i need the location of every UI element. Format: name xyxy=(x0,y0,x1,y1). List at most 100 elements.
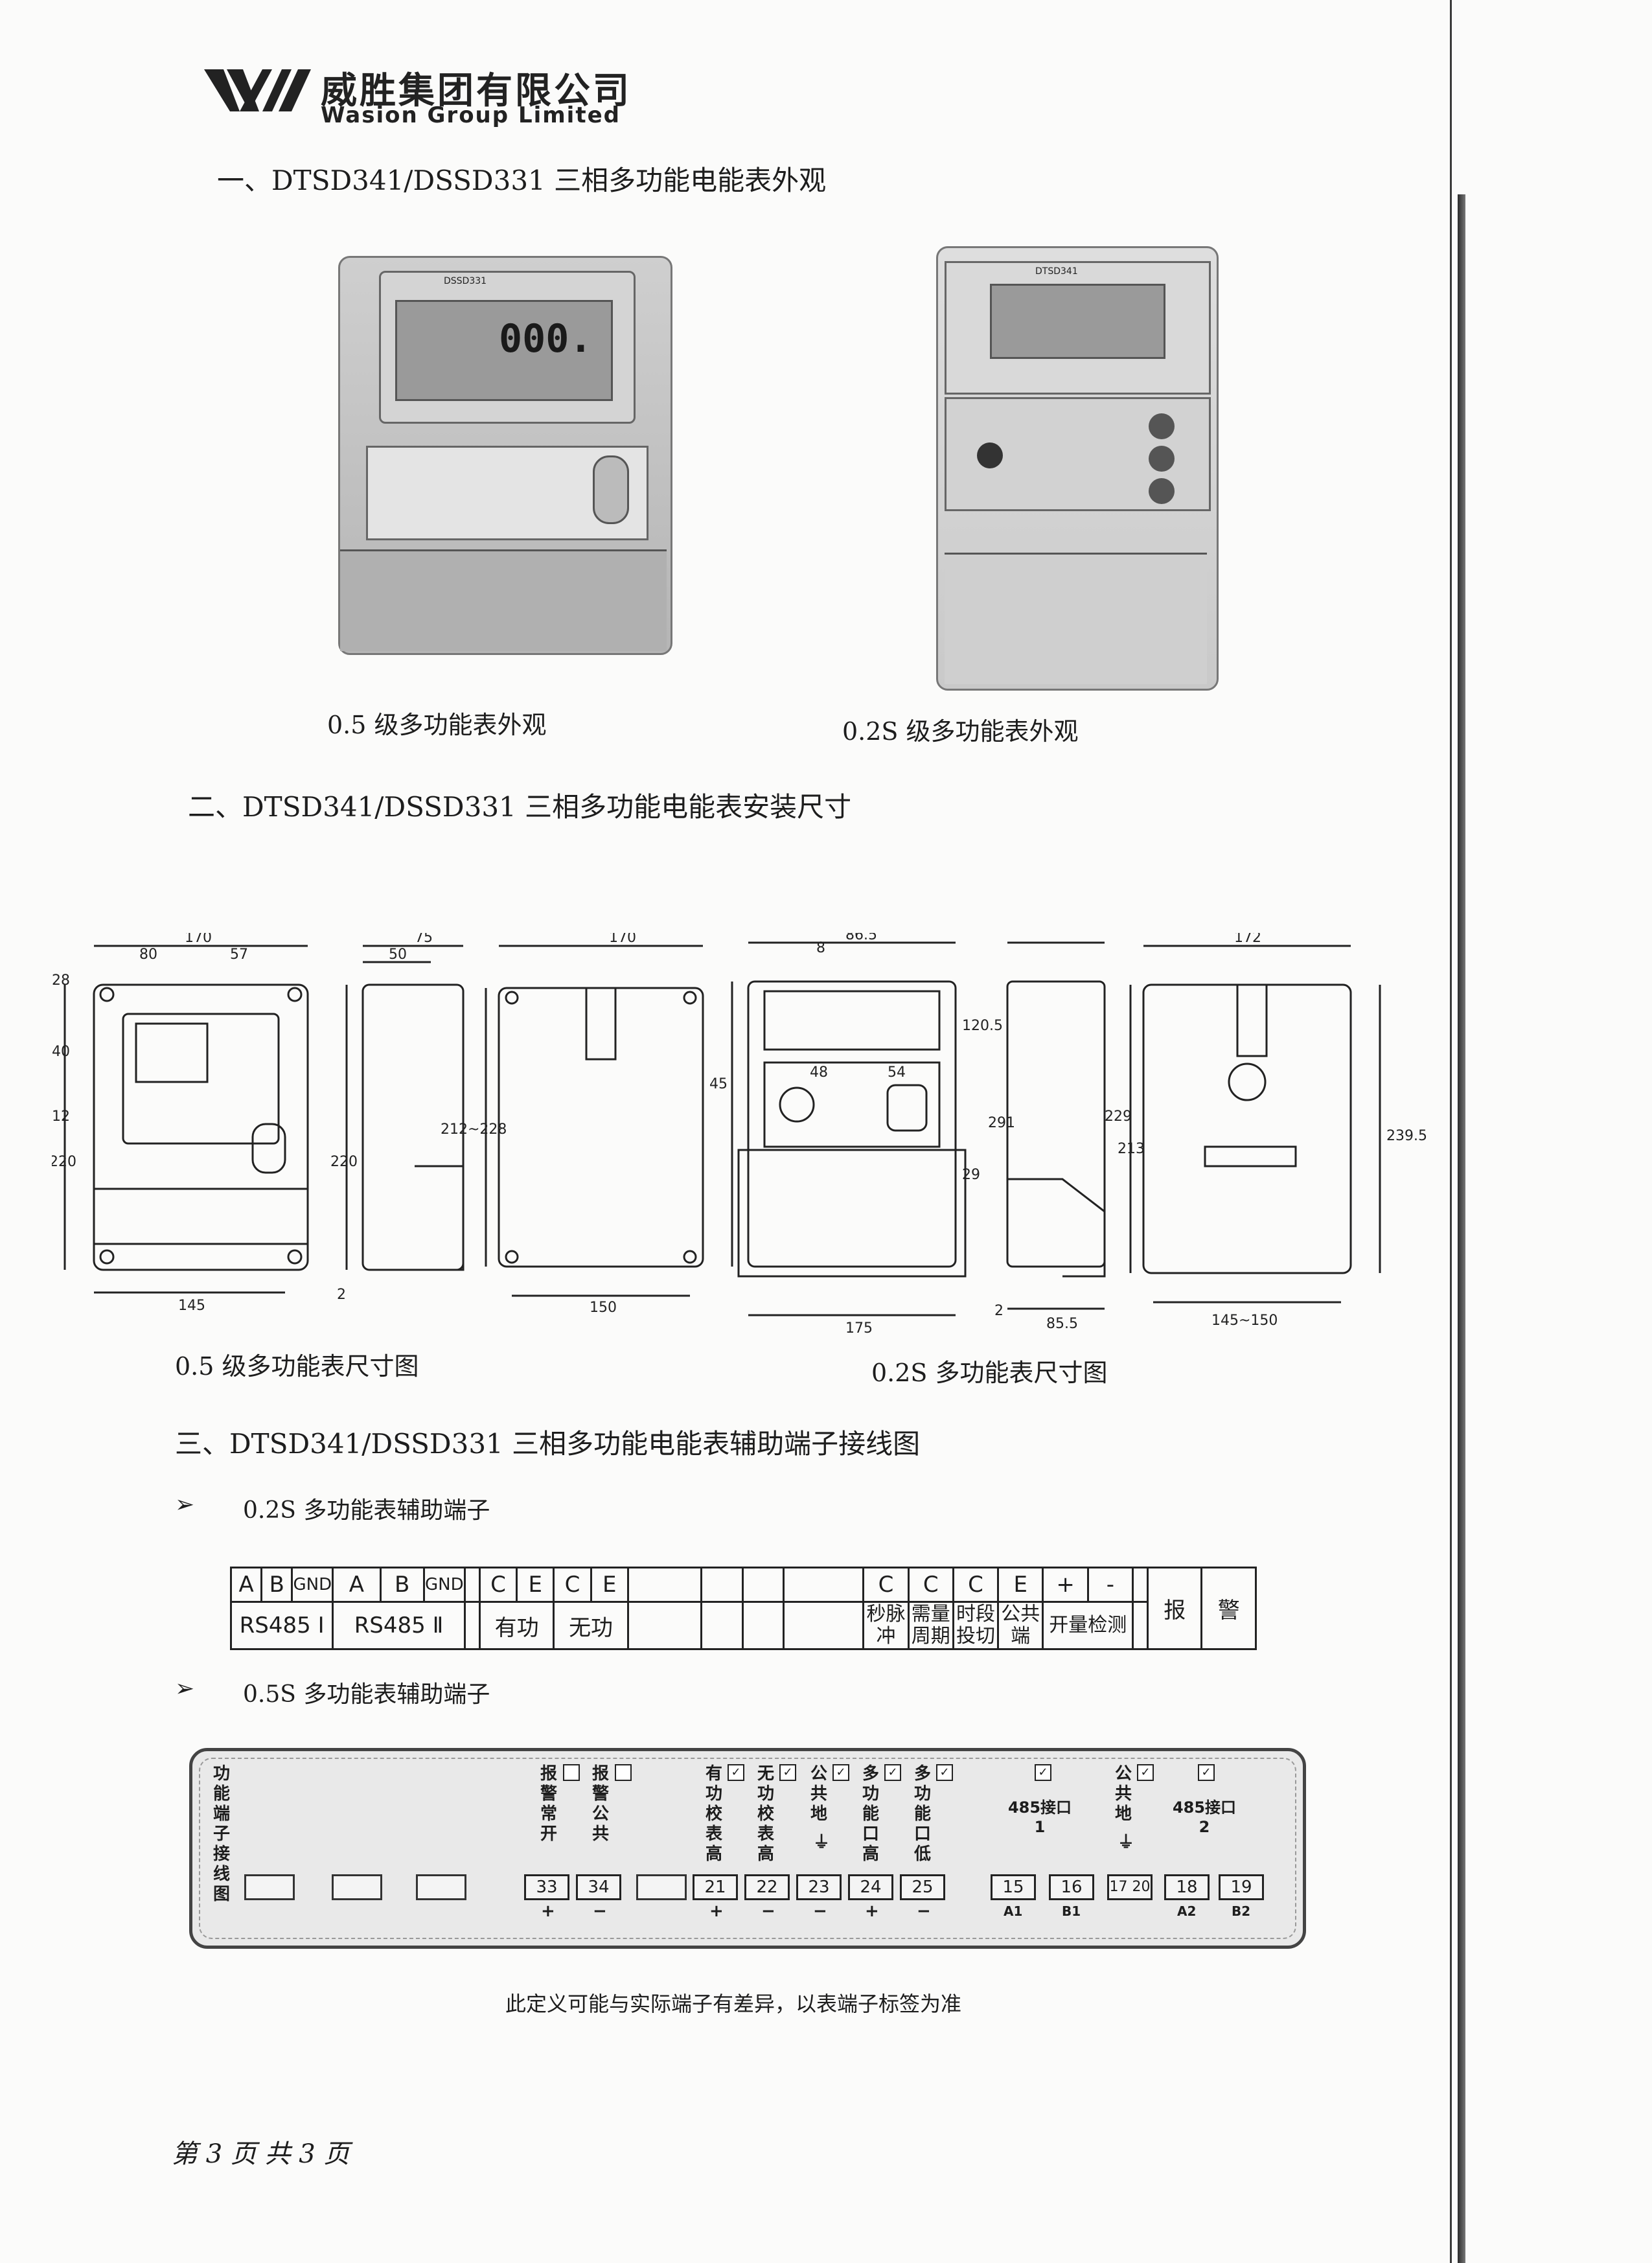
meter-model-label: DSSD331 xyxy=(444,276,487,286)
dim-label: 213 xyxy=(1118,1141,1145,1157)
terminal-21-label: 有功校表高 xyxy=(705,1764,722,1864)
terminal-24: 24 xyxy=(848,1874,893,1900)
meter-button-1 xyxy=(1149,413,1175,439)
terminal-16-label: B1 xyxy=(1062,1903,1081,1919)
active-label: 有功 xyxy=(478,1601,555,1650)
terminal-34: 34 xyxy=(576,1874,621,1900)
dim-label: 170 xyxy=(185,933,212,946)
company-name-cn: 威胜集团有限公司 xyxy=(321,70,632,112)
dim-label: 175 xyxy=(845,1320,873,1337)
terminal-34-sign: − xyxy=(593,1901,607,1921)
dim-label: 85.5 xyxy=(1046,1316,1078,1332)
terminal-19: 19 xyxy=(1219,1874,1264,1900)
dim-label: 220 xyxy=(52,1154,76,1170)
checkbox-icon: ✓ xyxy=(936,1764,953,1781)
meter-photo-02s: DTSD341 xyxy=(936,246,1219,691)
dim-label: 172 xyxy=(1234,933,1261,946)
terminal-23: 23 xyxy=(796,1874,842,1900)
terminal-33-sign: + xyxy=(541,1901,555,1921)
empty-terminal xyxy=(416,1874,466,1900)
dim-label: 40 xyxy=(52,1044,70,1060)
terminal-16: 16 xyxy=(1049,1874,1094,1900)
checkbox-icon: ✓ xyxy=(1137,1764,1154,1781)
terminal-23-label: 公共地 xyxy=(810,1764,827,1824)
terminal-21: 21 xyxy=(693,1874,738,1900)
term-cell: E xyxy=(997,1567,1044,1603)
dim-label: 170 xyxy=(609,933,636,946)
terminal-22-label: 无功校表高 xyxy=(757,1764,774,1864)
dim-label: 50 xyxy=(389,947,407,963)
page-footer: 第 3 页 共 3 页 xyxy=(172,2139,350,2169)
meter-button-3 xyxy=(1149,478,1175,504)
demand-period-label: 需量周期 xyxy=(907,1601,954,1650)
dim-label: 86.5 xyxy=(845,933,877,943)
alarm-label-a: 报 xyxy=(1147,1567,1203,1650)
dim-label: 220 xyxy=(330,1154,358,1170)
sub-heading-05s: 0.5S 多功能表辅助端子 xyxy=(243,1681,490,1708)
meter-button-2 xyxy=(1149,446,1175,472)
terminal-17-20: 17 20 xyxy=(1107,1874,1153,1900)
terminal-18-label: A2 xyxy=(1177,1903,1197,1919)
caption-02s-appearance: 0.2S 级多功能表外观 xyxy=(842,717,1079,746)
company-name-en: Wasion Group Limited xyxy=(321,102,621,128)
checkbox-icon: ✓ xyxy=(884,1764,901,1781)
terminal-21-sign: + xyxy=(709,1901,724,1921)
term-cell: A xyxy=(332,1567,382,1603)
checkbox-icon: ✓ xyxy=(728,1764,744,1781)
meter-optical-port xyxy=(977,442,1003,468)
checkbox-icon: ✓ xyxy=(1198,1764,1215,1781)
terminal-33-label: 报警常开 xyxy=(540,1764,557,1844)
term-cell: E xyxy=(590,1567,629,1603)
rs485-group2-label: 485接口2 xyxy=(1172,1798,1237,1836)
bullet-arrow-icon: ➢ xyxy=(175,1491,195,1518)
dim-label: 75 xyxy=(415,933,433,946)
terminal-34-label: 报警公共 xyxy=(591,1764,609,1844)
dim-label: 229 xyxy=(1105,1109,1132,1125)
caption-05-appearance: 0.5 级多功能表外观 xyxy=(327,711,547,739)
rs485-2-label: RS485 Ⅱ xyxy=(332,1601,466,1650)
terminal-19-label: B2 xyxy=(1232,1903,1251,1919)
checkbox-icon: ✓ xyxy=(832,1764,849,1781)
section1-heading: 一、DTSD341/DSSD331 三相多功能电能表外观 xyxy=(217,165,827,196)
meter-lcd xyxy=(395,300,613,401)
dim-label: 28 xyxy=(52,972,70,989)
terminal-22-sign: − xyxy=(761,1901,775,1921)
dim-label: 212~228 xyxy=(441,1121,507,1138)
checkbox-icon xyxy=(615,1764,632,1781)
bullet-arrow-icon: ➢ xyxy=(175,1675,195,1702)
alarm-label-b: 警 xyxy=(1200,1567,1257,1650)
terminal-panel-05s: 功能端子接线图 报警常开 33 + 报警公共 34 − 有功校表高 ✓ 21 +… xyxy=(189,1748,1306,1949)
disclaimer-note: 此定义可能与实际端子有差异，以表端子标签为准 xyxy=(505,1992,962,2016)
terminal-15: 15 xyxy=(991,1874,1036,1900)
caption-02s-dimensions: 0.2S 多功能表尺寸图 xyxy=(871,1359,1108,1387)
terminal-24-label: 多功能口高 xyxy=(862,1764,879,1864)
reactive-label: 无功 xyxy=(553,1601,629,1650)
dim-label: 2 xyxy=(337,1287,346,1303)
empty-terminal xyxy=(332,1874,382,1900)
terminal-25-label: 多功能口低 xyxy=(913,1764,931,1864)
dim-label: 145~150 xyxy=(1211,1313,1278,1329)
terminal-18: 18 xyxy=(1164,1874,1210,1900)
meter-lcd-reading: 000. xyxy=(499,316,593,362)
meter-terminal-cover-02s xyxy=(945,553,1207,684)
tariff-switch-label: 时段投切 xyxy=(952,1601,1000,1650)
dim-label: 239.5 xyxy=(1386,1128,1427,1144)
caption-05-dimensions: 0.5 级多功能表尺寸图 xyxy=(175,1352,419,1381)
meter-model-label-02s: DTSD341 xyxy=(1035,266,1078,277)
dim-label: 8 xyxy=(816,940,825,956)
sub-heading-02s: 0.2S 多功能表辅助端子 xyxy=(243,1497,490,1524)
dim-label: 45 xyxy=(709,1076,728,1092)
section2-heading: 二、DTSD341/DSSD331 三相多功能电能表安装尺寸 xyxy=(188,791,852,823)
term-cell: B xyxy=(379,1567,425,1603)
ground-icon: ⏚ xyxy=(813,1833,831,1852)
term-cell: C xyxy=(478,1567,518,1603)
checkbox-icon xyxy=(563,1764,580,1781)
dim-label: 54 xyxy=(888,1064,906,1081)
rs485-group1-label: 485接口1 xyxy=(1007,1798,1072,1836)
checkbox-icon: ✓ xyxy=(779,1764,796,1781)
term-cell: B xyxy=(260,1567,293,1603)
dim-label: 48 xyxy=(810,1064,828,1081)
rs485-1-label: RS485 Ⅰ xyxy=(229,1601,334,1650)
dim-label: 150 xyxy=(590,1300,617,1316)
page-edge-line xyxy=(1450,0,1452,2263)
